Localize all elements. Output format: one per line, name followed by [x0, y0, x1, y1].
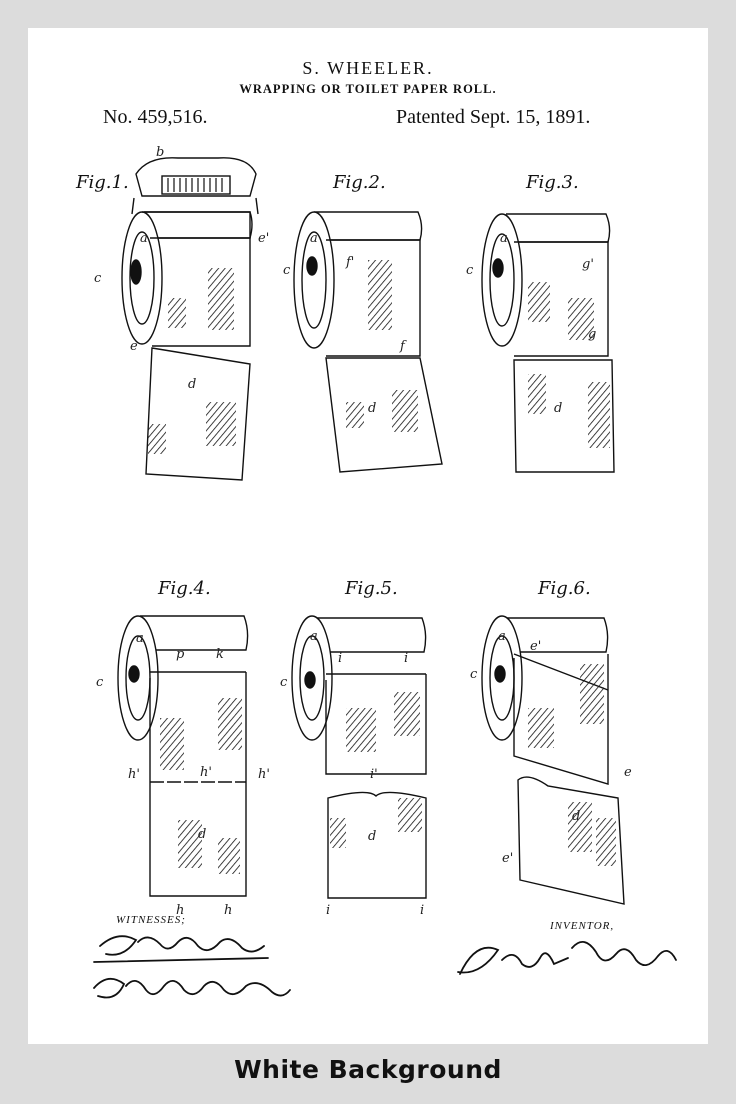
ref-letter: d	[198, 827, 206, 842]
ref-letter: h'	[128, 767, 140, 782]
fig-2-drawing	[293, 211, 443, 473]
inventor-signature	[457, 941, 677, 975]
ref-letter: i'	[370, 767, 378, 782]
ref-letter: a	[310, 231, 318, 246]
ref-letter: f	[399, 339, 407, 354]
fig-6-label: Fig.6.	[538, 578, 591, 599]
ref-letter: i	[420, 903, 424, 918]
patent-drawings: b a c e' e d a c f' f d a c g' g d a p k…	[93, 145, 677, 999]
ref-letter: a	[136, 631, 144, 646]
fig-4-label: Fig.4.	[158, 578, 211, 599]
ref-letter: a	[498, 629, 506, 644]
ref-letter: c	[280, 675, 288, 690]
inventor-name: S. WHEELER.	[302, 58, 434, 78]
ref-letter: h'	[200, 765, 212, 780]
patent-sheet: S. WHEELER. WRAPPING OR TOILET PAPER ROL…	[28, 28, 708, 1044]
ref-letter: a	[310, 629, 318, 644]
inventor-label: INVENTOR,	[550, 920, 615, 932]
patent-number: No. 459,516.	[103, 106, 208, 128]
patent-date: Patented Sept. 15, 1891.	[396, 106, 591, 128]
ref-letter: p	[176, 647, 185, 662]
ref-letter: i	[404, 651, 408, 666]
ref-letter: e	[130, 339, 138, 354]
witness-signatures	[93, 935, 291, 999]
ref-letter: a	[500, 231, 508, 246]
ref-letter: e	[624, 765, 632, 780]
ref-letter: e'	[502, 851, 513, 866]
ref-letter: h'	[258, 767, 270, 782]
witnesses-label: WITNESSES;	[116, 914, 186, 926]
ref-letter: d	[188, 377, 196, 392]
fig-6-drawing	[481, 615, 625, 905]
ref-letter: c	[283, 263, 291, 278]
ref-letter: c	[96, 675, 104, 690]
ref-letter: c	[466, 263, 474, 278]
caption: White Background	[234, 1055, 502, 1084]
ref-letter: e'	[530, 639, 541, 654]
ref-letter: i	[338, 651, 342, 666]
ref-letter: a	[140, 231, 148, 246]
fig-2-label: Fig.2.	[333, 172, 386, 193]
fig-1-drawing	[121, 157, 259, 481]
ref-letter: c	[470, 667, 478, 682]
ref-letter: b	[156, 145, 164, 160]
ref-letter: k	[216, 647, 224, 662]
ref-letter: d	[368, 829, 376, 844]
ref-letter: h	[176, 903, 184, 918]
ref-letter: d	[554, 401, 562, 416]
ref-letter: d	[572, 809, 580, 824]
ref-letter: c	[94, 271, 102, 286]
ref-letter: f'	[345, 255, 354, 270]
patent-title: WRAPPING OR TOILET PAPER ROLL.	[239, 82, 497, 96]
fig-3-drawing	[481, 213, 615, 473]
fig-1-label: Fig.1.	[76, 172, 129, 193]
fig-3-label: Fig.3.	[526, 172, 579, 193]
fig-5-drawing	[291, 615, 427, 899]
ref-letter: h	[224, 903, 232, 918]
ref-letter: e'	[258, 231, 269, 246]
ref-letter: i	[326, 903, 330, 918]
ref-letter: g'	[582, 257, 594, 272]
fig-4-drawing	[117, 615, 249, 897]
ref-letter: g	[588, 327, 596, 342]
fig-5-label: Fig.5.	[345, 578, 398, 599]
ref-letter: d	[368, 401, 376, 416]
